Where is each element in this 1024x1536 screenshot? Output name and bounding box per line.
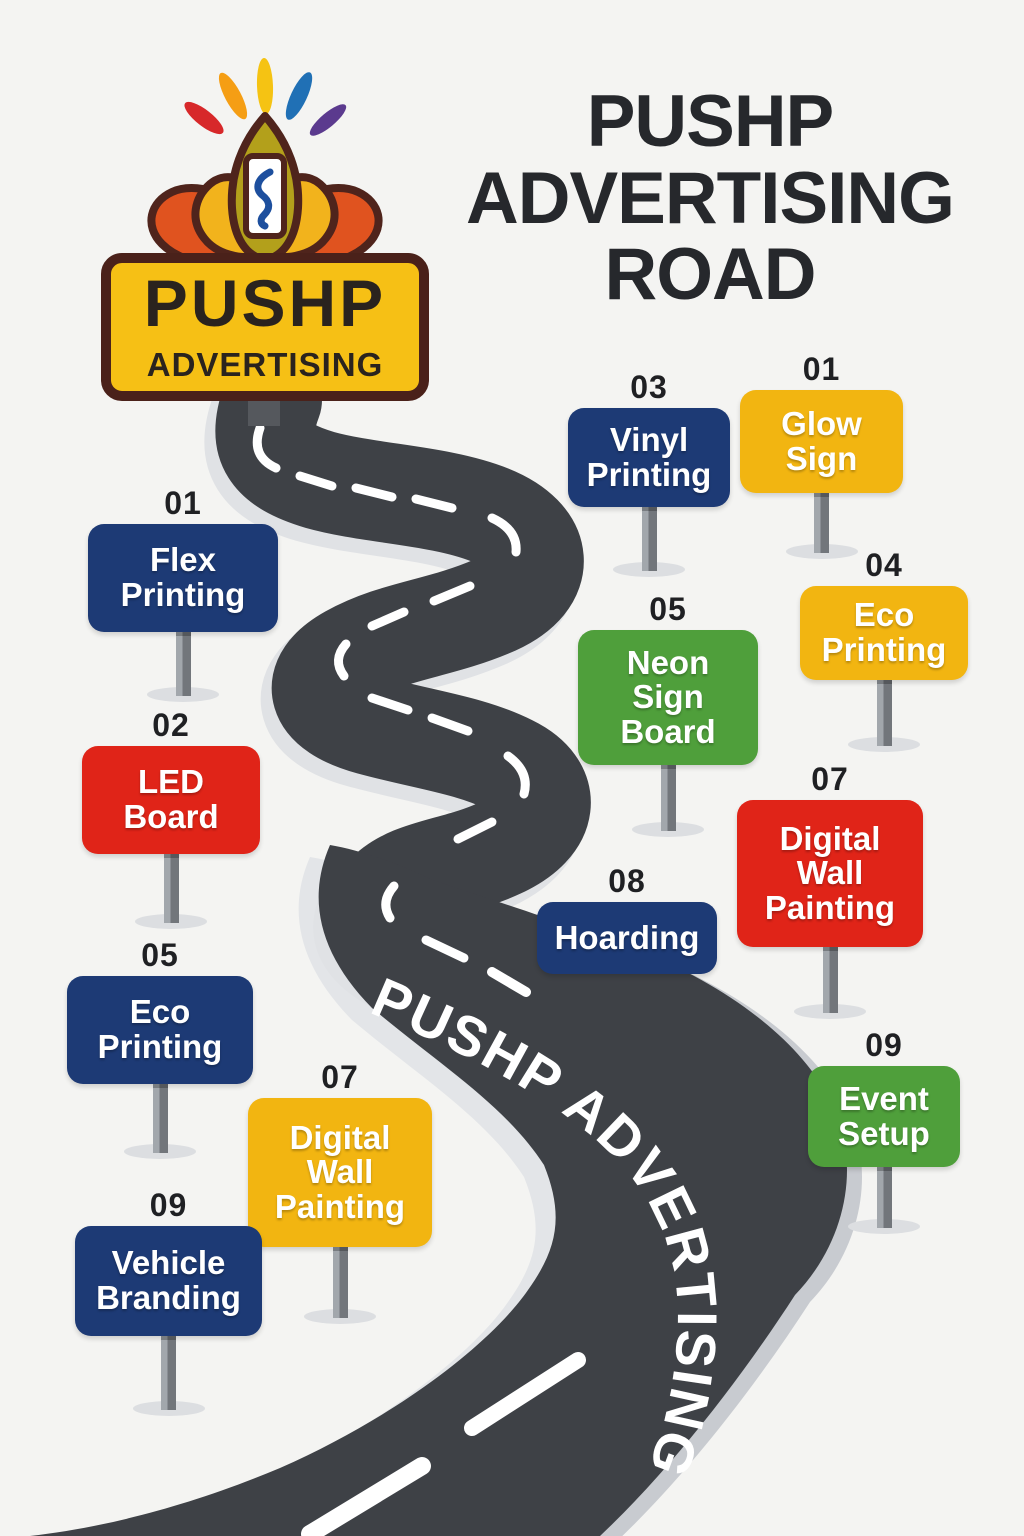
sign-label-line: Printing [97, 1028, 223, 1065]
sign-label-line: Printing [120, 576, 246, 613]
sign-number: 03 [630, 369, 668, 405]
sign-label-line: Wall [306, 1153, 374, 1191]
sign-number: 02 [152, 707, 190, 743]
sign-label-line: Painting [274, 1187, 406, 1225]
logo-emblem-icon [254, 168, 274, 230]
sign-number: 09 [865, 1027, 903, 1063]
sign-pole [660, 765, 676, 831]
sign-pole [822, 947, 838, 1013]
sign-pole [332, 1247, 348, 1318]
sign-label-line: Setup [838, 1114, 930, 1152]
sign-number: 07 [811, 761, 849, 797]
sign-number: 05 [141, 937, 179, 973]
sign-pole [163, 854, 179, 923]
sign-hoarding: 08 Hoarding [537, 863, 717, 974]
lotus-icon [147, 112, 383, 269]
sign-number: 09 [149, 1187, 188, 1223]
logo-sign-board [101, 253, 429, 401]
sign-label-line: Eco [853, 596, 915, 634]
sign-label-line: Sign [785, 439, 858, 477]
sign-label-line: Eco [129, 993, 191, 1031]
sign-label-line: Board [620, 712, 716, 750]
sign-label-line: Hoarding [554, 918, 700, 956]
sign-number: 01 [802, 351, 841, 387]
sign-number: 08 [608, 863, 646, 899]
logo-rays-icon [184, 58, 347, 136]
sign-pole [814, 493, 829, 553]
sign-pole [161, 1336, 176, 1410]
sign-label-line: Branding [96, 1279, 241, 1316]
sign-pole [175, 632, 191, 696]
road-surface [30, 350, 848, 1536]
sign-label-line: LED [138, 763, 204, 801]
sign-label-line: Board [123, 798, 219, 835]
sign-number: 05 [649, 591, 687, 627]
sign-label-line: Vinyl [609, 420, 689, 458]
poster-title-line1: PUSHP [586, 81, 835, 162]
logo-sign-text-primary: PUSHP [144, 266, 386, 340]
poster-title-line3: ROAD [604, 234, 817, 316]
logo-sign-text-secondary: ADVERTISING [147, 346, 384, 383]
sign-label-line: Flex [149, 541, 217, 579]
sign-label-line: Event [839, 1079, 929, 1117]
sign-label-line: Digital [289, 1118, 391, 1156]
sign-pole [641, 507, 657, 571]
sign-label-line: Vehicle [111, 1244, 226, 1282]
sign-label-line: Sign [632, 678, 704, 716]
sign-number: 07 [321, 1059, 359, 1095]
sign-label-line: Printing [586, 455, 712, 493]
sign-label-line: Glow [781, 404, 862, 442]
company-logo: PUSHP ADVERTISING [101, 58, 429, 426]
sign-pole [876, 1167, 892, 1228]
sign-pole [152, 1084, 168, 1153]
poster-title-line2: ADVERTISING [466, 157, 955, 239]
sign-label-line: Digital [779, 819, 881, 857]
sign-number: 01 [164, 485, 202, 521]
road-lane-dashes [252, 423, 586, 1536]
sign-label-line: Wall [796, 854, 864, 892]
sign-label-line: Painting [764, 888, 896, 926]
sign-label-line: Neon [626, 643, 710, 681]
sign-pole [876, 680, 892, 746]
sign-number: 04 [865, 547, 903, 583]
poster-title: PUSHP ADVERTISING ROAD [425, 81, 995, 316]
sign-board: Hoarding [537, 902, 717, 974]
sign-label-line: Printing [821, 631, 947, 668]
